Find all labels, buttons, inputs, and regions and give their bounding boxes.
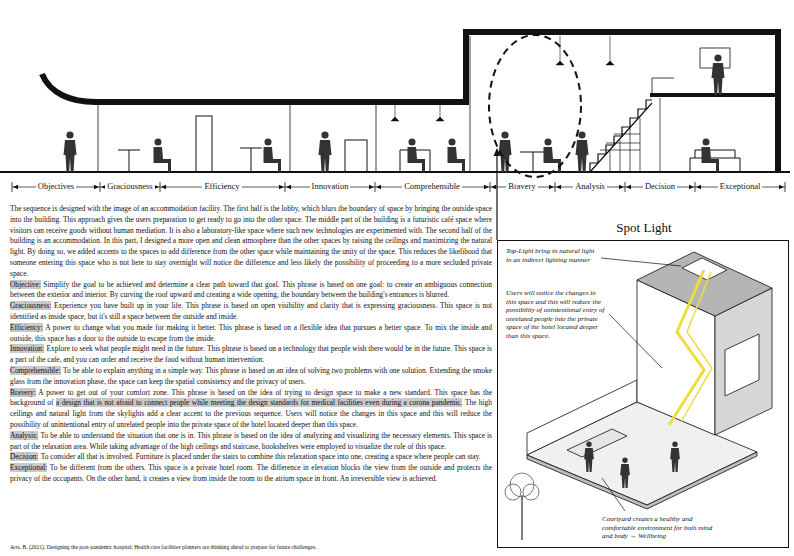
ground-line <box>0 171 790 173</box>
paragraph: Efficiency:A power to change what you ma… <box>10 323 492 345</box>
slab-edge <box>527 452 757 509</box>
term-highlight: Comprehensible: <box>10 366 61 375</box>
staircase <box>590 100 652 172</box>
person-figure <box>576 131 589 172</box>
paragraph: Bravery:A power to get out of your comfo… <box>10 388 492 431</box>
body-text: To consider all that is involved. Furnit… <box>41 452 481 461</box>
person-figure <box>702 139 720 173</box>
person-figure <box>64 131 77 172</box>
light-ray <box>681 272 712 422</box>
person-figure <box>584 442 594 472</box>
tower-roof <box>637 252 772 316</box>
term-highlight: Innovation: <box>10 344 44 353</box>
timeline-label: Comprehensible <box>402 181 462 192</box>
spotlight-panel: Spot LightTop-Light bring in natural lig… <box>497 240 789 548</box>
body-text: To be able to explain anything in a simp… <box>10 366 492 386</box>
person-figure <box>448 139 466 173</box>
term-highlight: Decision: <box>10 452 38 461</box>
skylight <box>682 258 727 280</box>
term-highlight: Objective: <box>10 280 41 289</box>
paragraph: Comprehensible:To be able to explain any… <box>10 366 492 388</box>
person-figure <box>154 139 172 173</box>
spotlight-drawing <box>505 252 772 540</box>
body-text: Simplify the goal to be achieved and det… <box>10 280 492 300</box>
callout-text: Courtyard creates a healthy and comforta… <box>602 515 724 541</box>
bookshelf <box>600 118 640 172</box>
timeline-label: Analysis <box>573 181 607 192</box>
person-figure <box>264 139 282 173</box>
paragraph: Graciousness:Experience you have built u… <box>10 301 492 323</box>
body-text: Experience you have built up in your lif… <box>10 301 492 321</box>
timeline-label: Objectives <box>36 181 76 192</box>
room-wall <box>660 98 661 172</box>
panel-heading: Spot Light <box>498 220 790 236</box>
term-highlight: Analysis: <box>10 431 38 440</box>
paragraph: Analysis:To be able to understand the si… <box>10 431 492 453</box>
timeline-tick <box>12 182 785 192</box>
callout-text: Users will notice the changes in this sp… <box>506 289 606 340</box>
person-figure <box>408 139 426 173</box>
paragraph: The sequence is designed with the image … <box>10 204 492 280</box>
person-figure <box>712 54 725 95</box>
timeline-label: Decision <box>643 181 677 192</box>
person-figure <box>620 458 630 488</box>
paragraph: Innovation:Explore to seek what people m… <box>10 344 492 366</box>
person-figure <box>319 131 332 172</box>
body-text: Explore to seek what people might need i… <box>10 344 492 364</box>
roof-slab <box>42 32 778 172</box>
pointer-line <box>496 156 497 240</box>
counter <box>567 429 627 457</box>
timeline <box>12 182 785 192</box>
leader-line <box>601 258 681 511</box>
light-ray <box>669 270 704 425</box>
body-text: The sequence is designed with the image … <box>10 204 492 278</box>
tree <box>510 473 534 497</box>
opening <box>725 334 759 396</box>
text-block: The sequence is designed with the image … <box>10 204 492 485</box>
railing <box>652 78 674 95</box>
tree <box>505 484 521 500</box>
pointer-head <box>494 148 501 156</box>
timeline-label: Bravery <box>506 181 537 192</box>
term-highlight: Efficiency: <box>10 323 43 332</box>
timeline-label: Graciousness <box>105 181 154 192</box>
tree <box>521 495 523 540</box>
timeline-label: Exceptional <box>718 181 763 192</box>
body-text: To be different from the others. This sp… <box>10 463 492 483</box>
paragraph: Exceptional:To be different from the oth… <box>10 463 492 485</box>
person-figure <box>584 442 680 488</box>
term-highlight: Exceptional: <box>10 463 47 472</box>
timeline-label: Innovation <box>310 181 351 192</box>
callout-text: Top-Light bring in natural light in an i… <box>506 247 600 264</box>
door <box>196 116 212 172</box>
term-highlight: Graciousness: <box>10 301 51 310</box>
focus-circle <box>489 35 581 177</box>
body-text: To be able to understand the situation t… <box>10 431 492 451</box>
paragraph: Decision:To consider all that is involve… <box>10 452 492 463</box>
paragraph: Objective:Simplify the goal to be achiev… <box>10 280 492 302</box>
tree <box>523 484 539 500</box>
mezzanine-slab <box>650 93 778 97</box>
counter <box>345 140 367 172</box>
citation: Arts, B. (2021). Designing the post-pand… <box>10 544 317 551</box>
term-highlight: Bravery: <box>10 388 36 397</box>
person-figure <box>64 54 725 172</box>
term-highlight: a design that is not afraid to connect p… <box>56 398 462 407</box>
building-section <box>0 32 790 172</box>
body-text: A power to change what you made for maki… <box>10 323 492 343</box>
person-figure <box>670 442 680 472</box>
glass-wall <box>98 36 470 172</box>
furniture <box>118 148 546 172</box>
tree <box>505 473 539 540</box>
timeline-label: Efficiency <box>202 181 241 192</box>
